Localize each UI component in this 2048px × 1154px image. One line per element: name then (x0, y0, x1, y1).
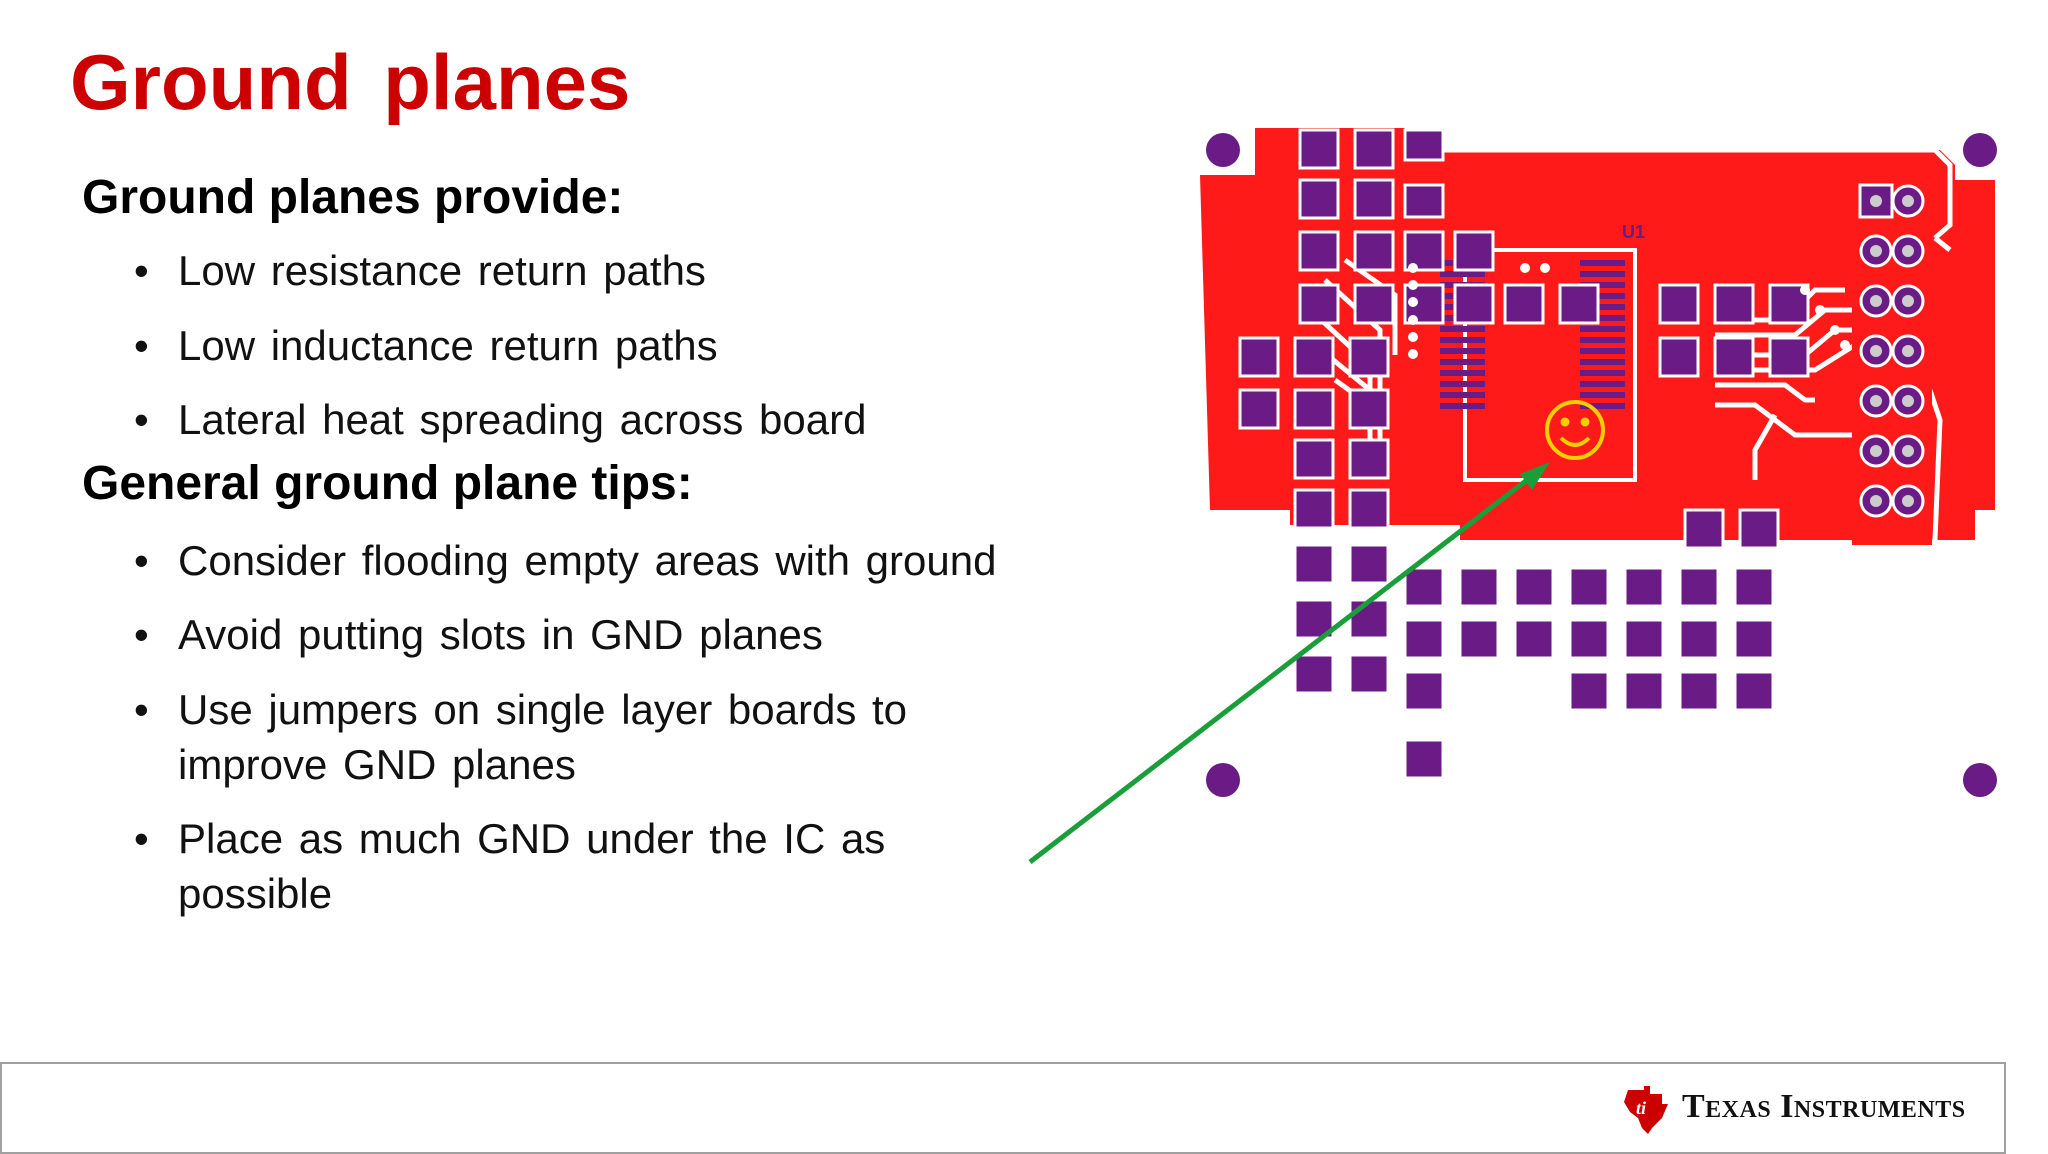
ti-logo-icon: ti (1624, 1086, 1668, 1134)
svg-text:ti: ti (1636, 1098, 1646, 1118)
bullet-glyph: • (134, 685, 149, 733)
pcb-layout-image: U1 (1200, 128, 1997, 797)
bullet-text: Consider flooding empty areas with groun… (178, 536, 997, 584)
bullet-text: Avoid putting slots in GND planes (178, 611, 823, 659)
bullet-item: • Low resistance return paths (82, 244, 1062, 299)
smiley-face-icon (1545, 400, 1605, 460)
connector-pin-holes (1870, 195, 1914, 507)
ic-designator: U1 (1622, 222, 1645, 242)
bullet-list-tips: • Consider flooding empty areas with grou… (82, 534, 1062, 922)
bullet-item: • Lateral heat spreading across board (82, 393, 1062, 448)
bullet-text: Lateral heat spreading across board (178, 396, 867, 444)
bullet-list-provides: • Low resistance return paths • Low induct… (82, 244, 1062, 448)
mounting-hole (1963, 133, 1997, 167)
company-name: Texas Instruments (1682, 1088, 1966, 1125)
bullet-item: • Use jumpers on single layer boards to i… (82, 683, 998, 792)
bullet-item: • Avoid putting slots in GND planes (82, 608, 1062, 663)
bullet-text: Place as much GND under the IC as possib… (178, 815, 886, 917)
bullet-text: Low resistance return paths (178, 247, 706, 294)
connector-header (1852, 175, 1932, 545)
mounting-hole (1206, 763, 1240, 797)
bullet-glyph: • (134, 396, 149, 444)
section-heading-tips: General ground plane tips: (82, 456, 693, 510)
mounting-hole (1206, 133, 1240, 167)
bullet-text: Use jumpers on single layer boards to im… (178, 685, 908, 788)
bullet-glyph: • (134, 536, 149, 584)
slide-title: Ground planes (70, 38, 631, 126)
bullet-glyph: • (134, 321, 149, 369)
vias (1408, 263, 1850, 359)
bullet-glyph: • (134, 815, 149, 863)
bullet-glyph: • (134, 611, 149, 659)
bullet-item: • Consider flooding empty areas with grou… (82, 534, 1062, 589)
ic-right-pins (1580, 260, 1625, 409)
bullet-item: • Place as much GND under the IC as possi… (82, 812, 998, 921)
bullet-text: Low inductance return paths (178, 321, 718, 369)
slide-content: Ground planes provide: • Low resistance r… (82, 168, 1062, 921)
mounting-hole (1963, 763, 1997, 797)
bullet-item: • Low inductance return paths (82, 319, 1062, 374)
section-heading-provides: Ground planes provide: (82, 171, 624, 224)
bullet-glyph: • (134, 247, 149, 294)
